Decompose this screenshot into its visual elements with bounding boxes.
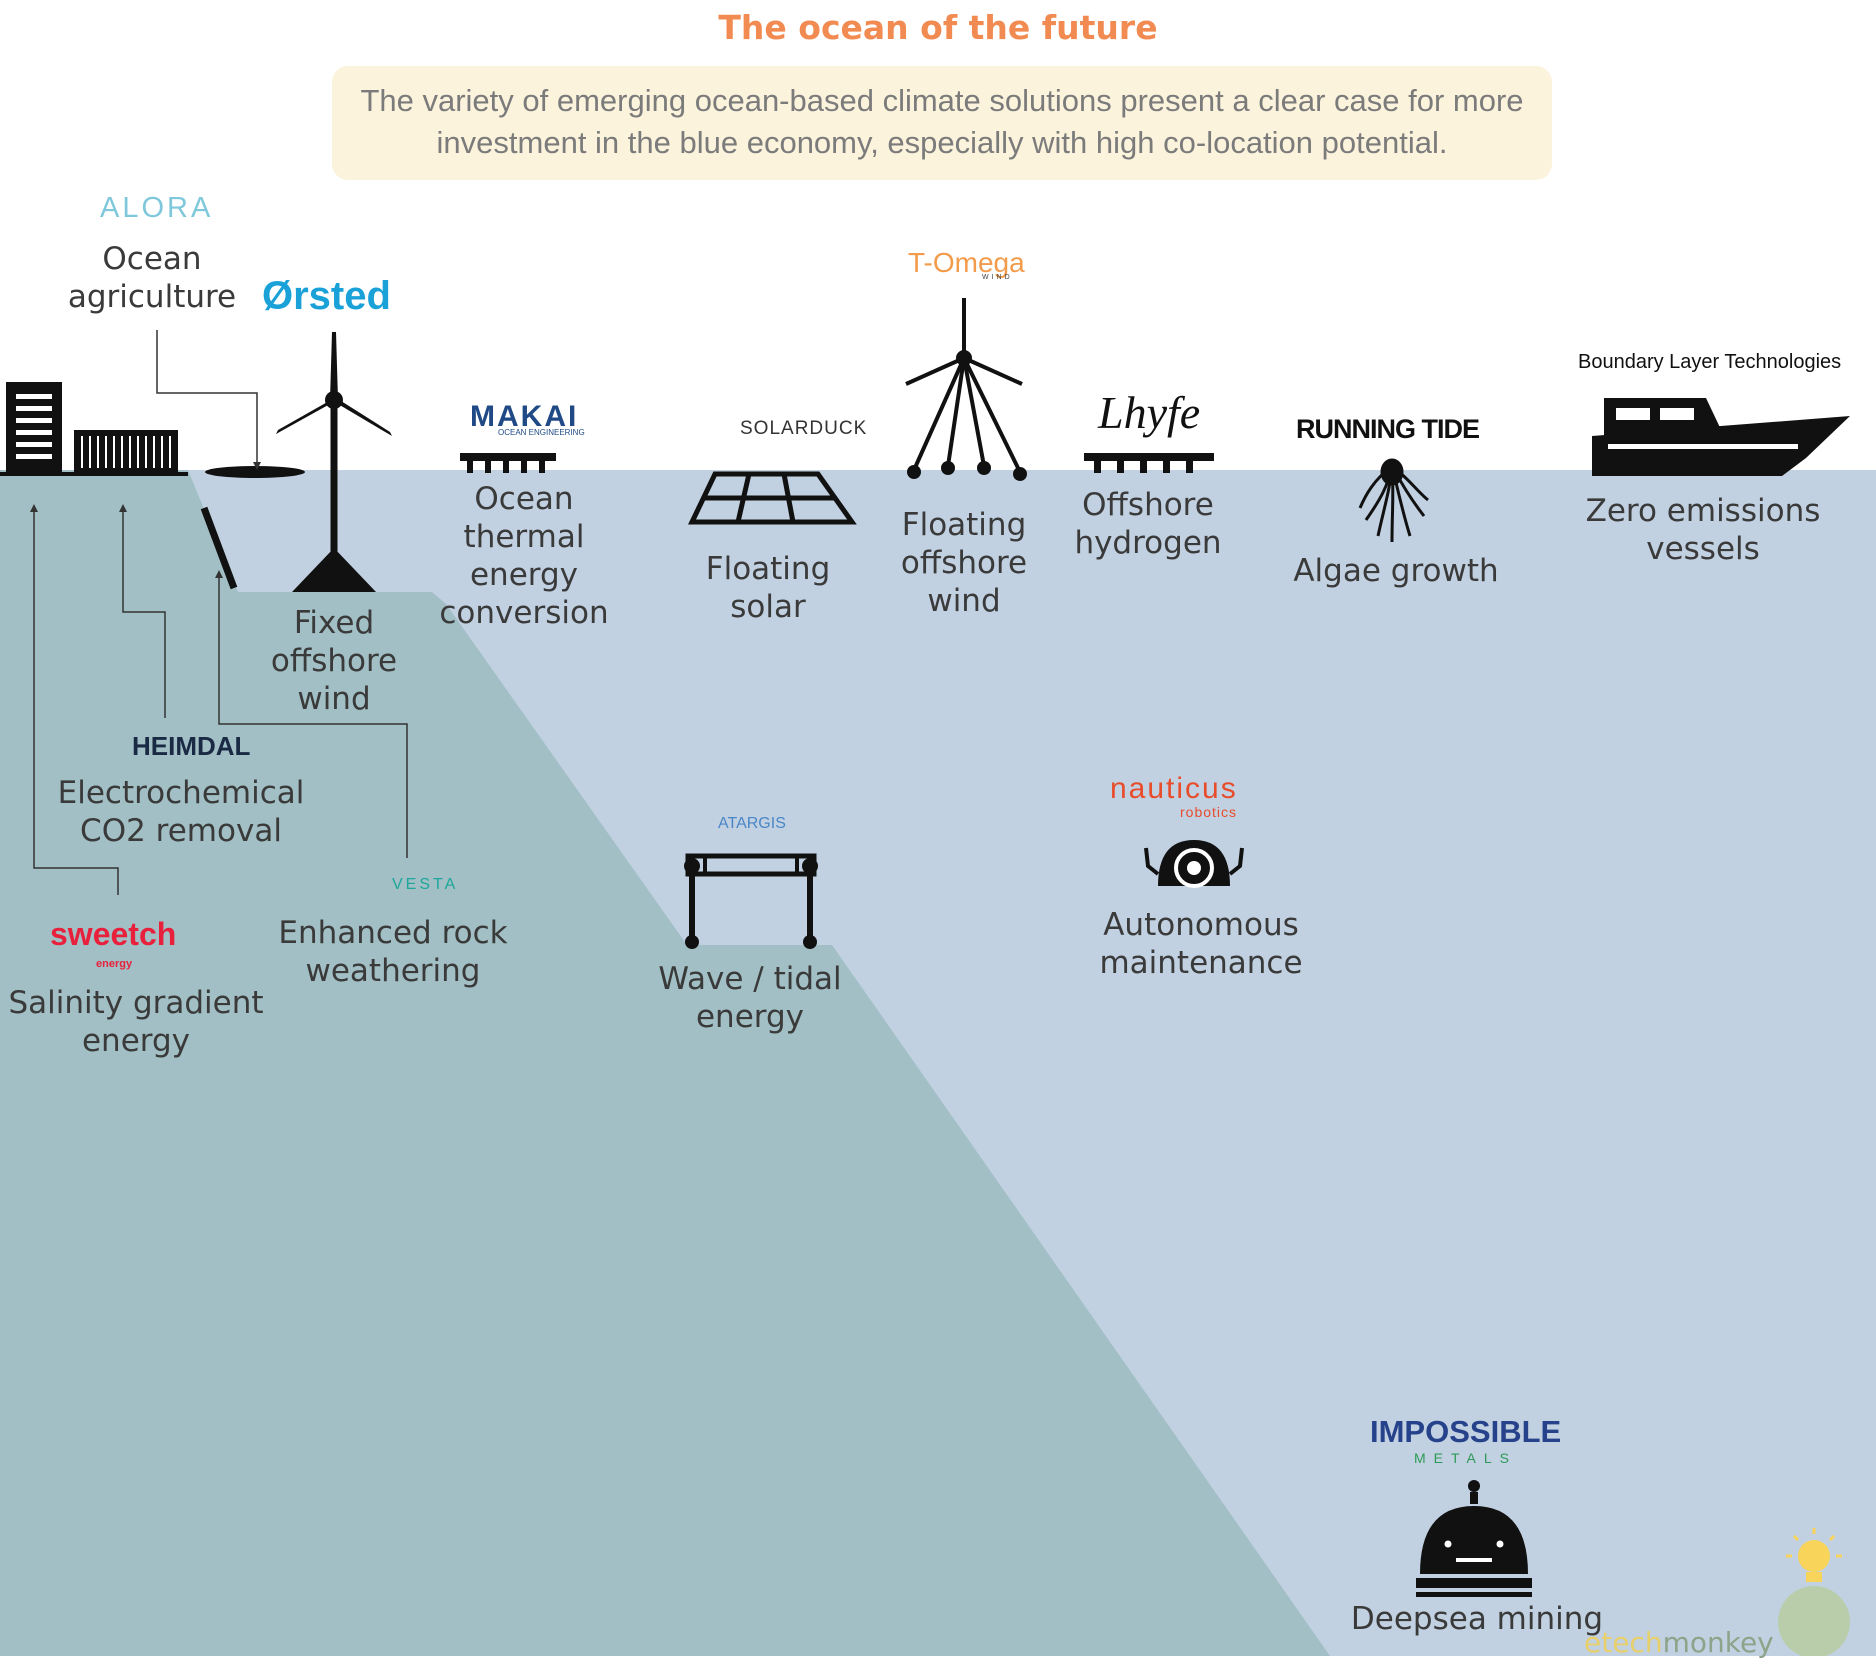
label-zero-emissions-vessels: Zero emissions vessels xyxy=(1585,493,1821,567)
boundary-layer-logo: Boundary Layer Technologies xyxy=(1578,351,1842,373)
sweetch-logo: sweetch xyxy=(50,916,177,952)
building-icon xyxy=(6,382,62,474)
heimdal-logo: HEIMDAL xyxy=(132,731,251,761)
label-floating-offshore-wind: Floating offshore wind xyxy=(900,507,1028,619)
label-deepsea-mining: Deepsea mining xyxy=(1350,1601,1604,1637)
label-algae-growth: Algae growth xyxy=(1293,553,1499,589)
nauticus-logo-sub: robotics xyxy=(1180,804,1238,820)
connector-arrowheads xyxy=(30,462,261,578)
tomega-logo: T-Omega xyxy=(908,247,1025,278)
label-fixed-offshore-wind: Fixed offshore wind xyxy=(270,605,398,717)
label-floating-solar: Floating solar xyxy=(705,551,831,625)
floating-turbine-icon xyxy=(905,298,1027,481)
label-autonomous-maintenance: Autonomous maintenance xyxy=(1099,907,1303,981)
tomega-logo-sub: WIND xyxy=(982,274,1013,281)
watermark-part1: etech xyxy=(1584,1626,1663,1659)
page-title: The ocean of the future xyxy=(718,8,1158,47)
label-electrochemical-co2: Electrochemical CO2 removal xyxy=(57,775,305,849)
orsted-logo: Ørsted xyxy=(262,274,391,318)
platform-icon-otec xyxy=(460,453,556,473)
connector-lines xyxy=(33,330,408,895)
lightbulb-icon xyxy=(1786,1528,1842,1582)
makai-logo-sub: OCEAN ENGINEERING xyxy=(498,428,585,437)
label-salinity-gradient: Salinity gradient energy xyxy=(8,985,264,1059)
solarduck-logo: SOLARDUCK xyxy=(740,418,868,439)
watermark-part2: monkey xyxy=(1662,1626,1774,1659)
floating-disc-icon xyxy=(205,466,305,478)
robot-icon xyxy=(1144,840,1244,888)
ship-icon xyxy=(1592,398,1850,476)
wind-turbine-icon xyxy=(276,332,392,592)
label-ocean-agriculture: Ocean agriculture xyxy=(67,241,237,315)
label-ocean-thermal: Ocean thermal energy conversion xyxy=(439,481,609,631)
atargis-logo: ATARGIS xyxy=(718,815,786,832)
impossible-metals-logo: IMPOSSIBLE xyxy=(1370,1414,1562,1449)
rock-slope-icon xyxy=(200,506,238,590)
sweetch-logo-sub: energy xyxy=(96,958,133,970)
impossible-metals-logo-sub: METALS xyxy=(1414,1450,1517,1466)
seabed-slope xyxy=(0,470,1330,1656)
label-offshore-hydrogen: Offshore hydrogen xyxy=(1074,487,1222,561)
lhyfe-logo: Lhyfe xyxy=(1098,387,1201,438)
watermark: etechmonkey xyxy=(1584,1626,1774,1659)
solar-panel-icon xyxy=(688,471,857,525)
makai-logo: MAKAI xyxy=(470,400,579,433)
alora-logo: ALORA xyxy=(100,192,214,224)
nauticus-logo: nauticus xyxy=(1110,772,1238,805)
label-wave-tidal: Wave / tidal energy xyxy=(658,961,842,1035)
tidal-frame-icon xyxy=(684,853,818,949)
label-enhanced-rock: Enhanced rock weathering xyxy=(278,915,508,989)
collector-icon xyxy=(1416,1480,1532,1597)
container-icon xyxy=(74,430,178,474)
monkey-mascot-icon xyxy=(1778,1586,1850,1656)
kelp-icon xyxy=(1358,458,1429,543)
summary-callout: The variety of emerging ocean-based clim… xyxy=(332,66,1552,180)
platform-icon-hydrogen xyxy=(1084,453,1214,473)
running-tide-logo: RUNNING TIDE xyxy=(1296,414,1480,444)
vesta-logo: VESTA xyxy=(392,876,459,893)
